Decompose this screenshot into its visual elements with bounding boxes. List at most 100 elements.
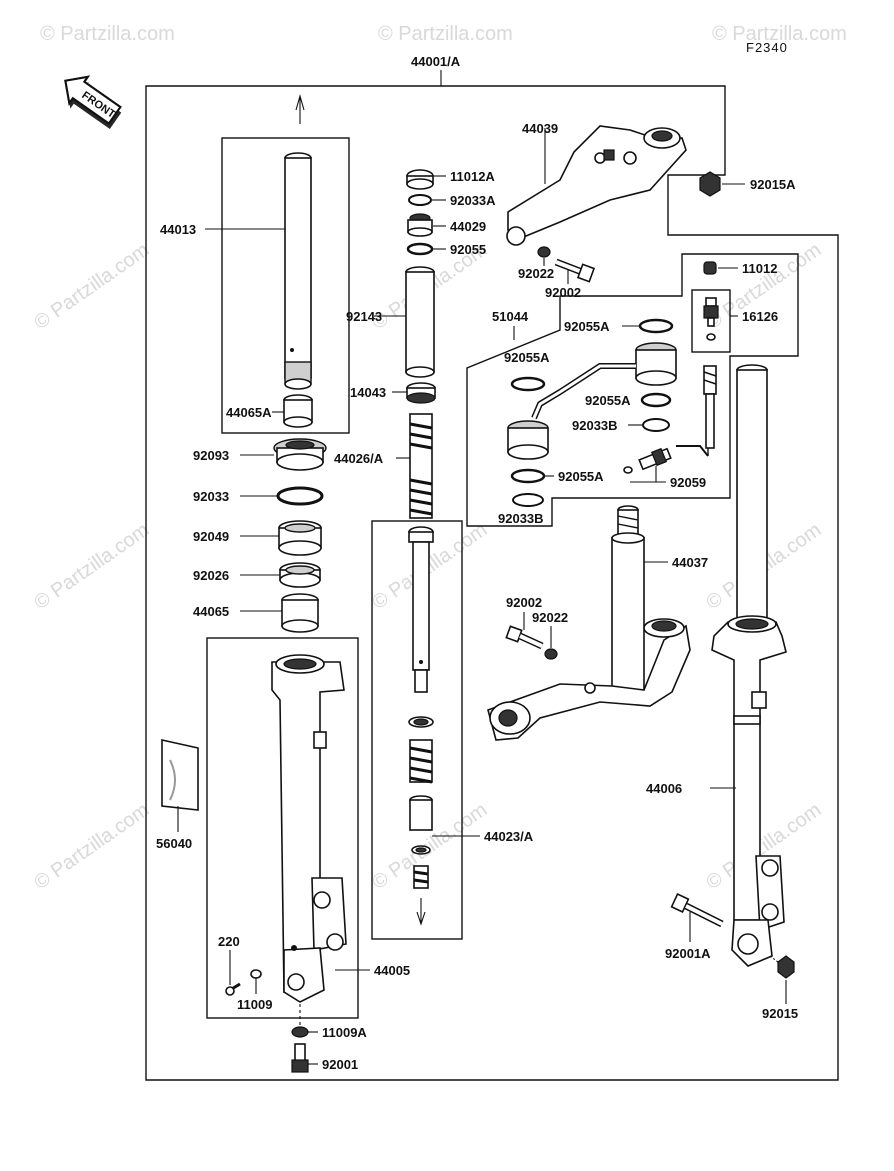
assembly-arrow — [295, 93, 305, 124]
label-92059: 92059 — [670, 475, 706, 490]
label-92026: 92026 — [193, 568, 229, 583]
label-44065A: 44065A — [226, 405, 272, 420]
watermark: © Partzilla.com — [30, 799, 153, 894]
label-92033: 92033 — [193, 489, 229, 504]
inner-tube-box — [221, 137, 350, 434]
label-92093: 92093 — [193, 448, 229, 463]
label-92002-mid: 92002 — [506, 595, 542, 610]
screw-220 — [225, 982, 241, 996]
label-92055A-1: 92055A — [564, 319, 610, 334]
watermark: © Partzilla.com — [378, 23, 513, 45]
label-11012A: 11012A — [450, 169, 495, 184]
nut-92015A — [699, 171, 721, 197]
oil-seal-92093 — [273, 438, 327, 471]
washer-11009A — [291, 1026, 309, 1038]
ring-92033B-2 — [512, 493, 544, 507]
label-44037: 44037 — [672, 555, 708, 570]
assembly-frame-44001A — [145, 85, 839, 1081]
outer-tube-box — [206, 637, 359, 1019]
front-arrow-badge: FRONT — [64, 75, 122, 129]
label-44001A: 44001/A — [411, 54, 461, 69]
plug-44029 — [407, 213, 433, 237]
label-92002-top: 92002 — [545, 285, 581, 300]
label-220: 220 — [218, 934, 240, 949]
label-92022-mid: 92022 — [532, 610, 568, 625]
label-56040: 56040 — [156, 836, 192, 851]
washer-92049 — [278, 520, 322, 556]
label-44013: 44013 — [160, 222, 196, 237]
label-44005: 44005 — [374, 963, 410, 978]
spring-44026A — [409, 413, 433, 519]
bolt-92002-top — [554, 258, 596, 283]
label-92055A-3: 92055A — [585, 393, 631, 408]
label-44039: 44039 — [522, 121, 558, 136]
label-92001: 92001 — [322, 1057, 358, 1072]
valve-stem — [703, 365, 717, 449]
oring-92055A-4 — [510, 468, 546, 484]
inner-tube-44013 — [284, 152, 312, 390]
label-92001A: 92001A — [665, 946, 711, 961]
oring-92055A-2 — [510, 376, 546, 392]
right-fork-44006 — [711, 364, 787, 967]
label-92033A: 92033A — [450, 193, 496, 208]
damper-rod-box — [371, 520, 463, 940]
watermark: © Partzilla.com — [40, 23, 175, 45]
spacer-92026 — [279, 562, 321, 588]
label-92055A-4: 92055A — [558, 469, 604, 484]
label-92055A-2: 92055A — [504, 350, 550, 365]
watermarks: © Partzilla.com © Partzilla.com © Partzi… — [30, 23, 847, 894]
bolt-92001A — [670, 893, 724, 928]
watermark: © Partzilla.com — [30, 519, 153, 614]
dash-92015 — [769, 955, 779, 963]
bolt-92001 — [291, 1043, 309, 1073]
washer-11009 — [250, 969, 262, 979]
label-44006: 44006 — [646, 781, 682, 796]
oring-92055 — [406, 242, 434, 256]
label-16126: 16126 — [742, 309, 778, 324]
guard-56040 — [161, 739, 199, 811]
upper-bracket-44039 — [506, 125, 687, 246]
bushing-44065A — [283, 394, 313, 428]
seat-14043 — [406, 382, 436, 404]
valve-subbox — [691, 289, 731, 353]
ring-92033A — [408, 194, 432, 206]
label-92143: 92143 — [346, 309, 382, 324]
fitting-92059 — [623, 380, 709, 474]
label-14043: 14043 — [350, 385, 386, 400]
label-92015A: 92015A — [750, 177, 796, 192]
oring-92055A-3 — [640, 392, 672, 408]
label-92015: 92015 — [762, 1006, 798, 1021]
circlip-92033 — [276, 486, 324, 506]
figure-code: F2340 — [746, 40, 788, 55]
air-hose-51044 — [507, 342, 677, 460]
damper-rod-44023A — [408, 526, 434, 926]
steering-stem-44037 — [487, 505, 691, 741]
label-92022-top: 92022 — [518, 266, 554, 281]
label-92049: 92049 — [193, 529, 229, 544]
cap-11012 — [703, 261, 717, 275]
label-44029: 44029 — [450, 219, 486, 234]
washer-92022-mid — [544, 648, 558, 660]
cap-11012A — [406, 169, 434, 190]
label-11009A: 11009A — [322, 1025, 367, 1040]
label-51044: 51044 — [492, 309, 529, 324]
label-44026A: 44026/A — [334, 451, 384, 466]
bushing-44065 — [281, 593, 319, 633]
air-valve-box — [466, 253, 799, 527]
ring-92033B-1 — [642, 418, 670, 432]
label-11012: 11012 — [742, 261, 777, 276]
bolt-92002-mid — [505, 625, 544, 650]
label-92055: 92055 — [450, 242, 486, 257]
washer-92022-top — [537, 246, 551, 258]
watermark: © Partzilla.com — [712, 23, 847, 45]
label-11009: 11009 — [237, 997, 272, 1012]
label-92033B-1: 92033B — [572, 418, 618, 433]
oring-92055A-1 — [638, 318, 674, 334]
watermark: © Partzilla.com — [30, 239, 153, 334]
valve-16126 — [703, 297, 719, 341]
spacer-tube-92143 — [405, 266, 435, 378]
label-92033B-2: 92033B — [498, 511, 544, 526]
outer-tube-44005 — [271, 654, 347, 1003]
label-44065: 44065 — [193, 604, 229, 619]
